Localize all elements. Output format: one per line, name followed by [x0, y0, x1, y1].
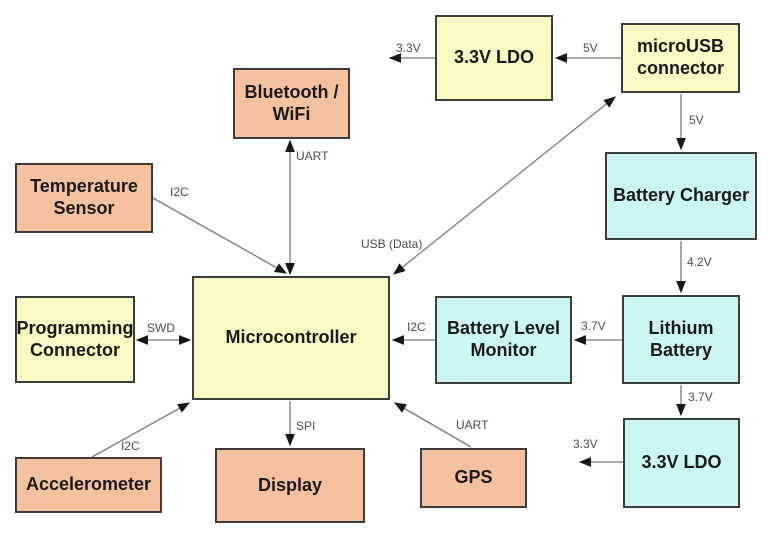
node-display: Display — [215, 448, 365, 523]
node-programming-connector: Programming Connector — [15, 296, 135, 383]
edge-label-usb-data: USB (Data) — [361, 237, 423, 251]
wire-usb-data — [393, 96, 616, 275]
edge-label-swd: SWD — [147, 321, 175, 335]
node-microcontroller: Microcontroller — [192, 276, 390, 400]
node-battery-charger: Battery Charger — [605, 152, 757, 240]
node-microusb-connector: microUSB connector — [621, 23, 740, 93]
wire-gps-uart — [393, 402, 472, 448]
node-gps: GPS — [420, 448, 527, 508]
edge-label-uart-bluetooth: UART — [296, 149, 329, 163]
node-temperature-sensor: Temperature Sensor — [15, 163, 153, 233]
edge-label-battery-3v7: 3.7V — [581, 319, 606, 333]
edge-label-ldo-bottom-3v7: 3.7V — [688, 390, 713, 404]
wire-accel-i2c — [91, 402, 191, 458]
edge-label-ldo-top-3v3: 3.3V — [396, 41, 421, 55]
node-accelerometer: Accelerometer — [15, 457, 162, 513]
node-ldo-bottom: 3.3V LDO — [623, 418, 740, 508]
edge-label-gps-uart: UART — [456, 418, 489, 432]
edge-label-monitor-i2c: I2C — [407, 320, 426, 334]
edge-label-temp-i2c: I2C — [170, 185, 189, 199]
edge-label-accel-i2c: I2C — [121, 439, 140, 453]
edge-label-charger-4v2: 4.2V — [687, 255, 712, 269]
node-bluetooth-wifi: Bluetooth / WiFi — [233, 68, 350, 139]
edge-label-usb-to-charger-5v: 5V — [689, 113, 704, 127]
edge-label-spi: SPI — [296, 419, 316, 433]
wire-temp-i2c — [152, 197, 288, 274]
node-battery-level-monitor: Battery Level Monitor — [435, 296, 572, 384]
edge-label-ldo-bottom-3v3: 3.3V — [573, 437, 598, 451]
node-lithium-battery: Lithium Battery — [622, 295, 740, 384]
edge-label-usb-to-ldo-5v: 5V — [583, 41, 598, 55]
node-ldo-top: 3.3V LDO — [435, 15, 553, 101]
